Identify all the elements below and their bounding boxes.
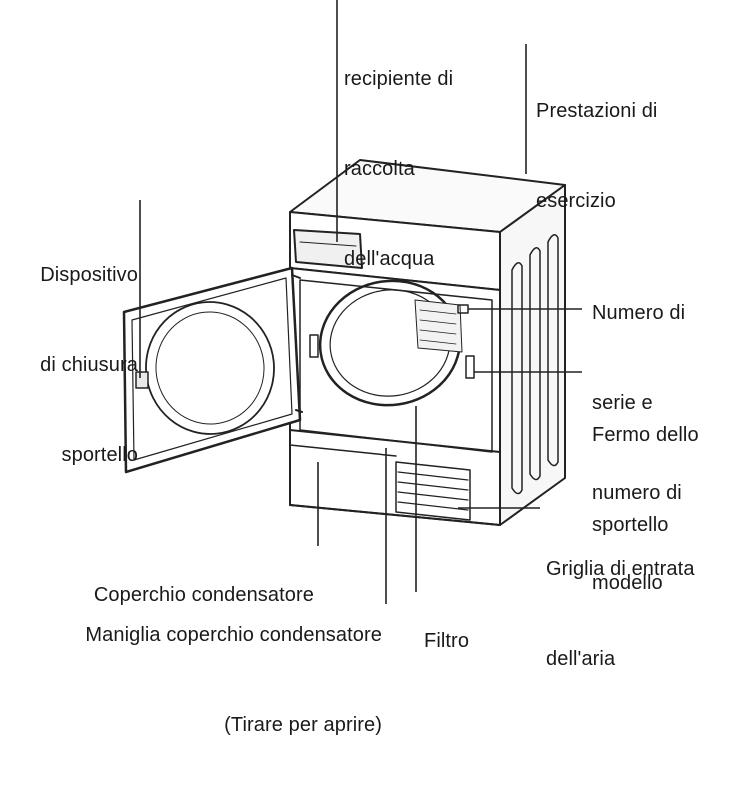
label-line: Fermo dello <box>592 424 699 446</box>
label-line: raccolta <box>344 158 415 180</box>
label-line: dell'acqua <box>344 248 435 270</box>
dryer-illustration <box>122 0 582 604</box>
air-intake-grille <box>395 461 471 521</box>
label-line: di chiusura <box>40 354 138 376</box>
water-container-drawer <box>293 229 363 269</box>
label-line: serie e <box>592 392 653 414</box>
condenser-cover <box>289 429 501 526</box>
label-air-grille: Griglia di entrata dell'aria <box>546 494 695 734</box>
label-line: sportello <box>61 444 138 466</box>
label-serial-model: Numero di serie e numero di modello <box>592 238 685 658</box>
label-door-catch: Fermo dello sportello <box>592 360 699 600</box>
label-performance: Prestazioni di esercizio <box>536 36 657 276</box>
label-line: Dispositivo <box>40 264 138 286</box>
label-line: Maniglia coperchio condensatore <box>85 624 382 646</box>
label-line: Filtro <box>424 630 470 652</box>
label-line: sportello <box>592 514 669 536</box>
door-lock-device <box>135 371 149 389</box>
dryer-diagram: recipiente di raccolta dell'acqua Presta… <box>10 0 699 736</box>
label-water-container: recipiente di raccolta dell'acqua <box>344 4 453 334</box>
label-line: recipiente di <box>344 68 454 90</box>
label-line: Griglia di entrata <box>546 558 695 580</box>
label-line: numero di <box>592 482 682 504</box>
label-line: (Tirare per aprire) <box>224 714 382 736</box>
label-line: Numero di <box>592 302 686 324</box>
label-line: esercizio <box>536 190 616 212</box>
label-line: Prestazioni di <box>536 100 658 122</box>
label-line: Coperchio condensatore <box>93 584 314 606</box>
label-filter: Filtro <box>424 566 469 716</box>
label-line: dell'aria <box>546 648 616 670</box>
label-line: modello <box>592 572 663 594</box>
label-condenser-cover: Coperchio condensatore <box>10 520 314 670</box>
door-catch <box>465 355 475 379</box>
label-door-lock: Dispositivo di chiusura sportello <box>10 200 138 530</box>
label-condenser-handle: Maniglia coperchio condensatore (Tirare … <box>4 560 382 800</box>
